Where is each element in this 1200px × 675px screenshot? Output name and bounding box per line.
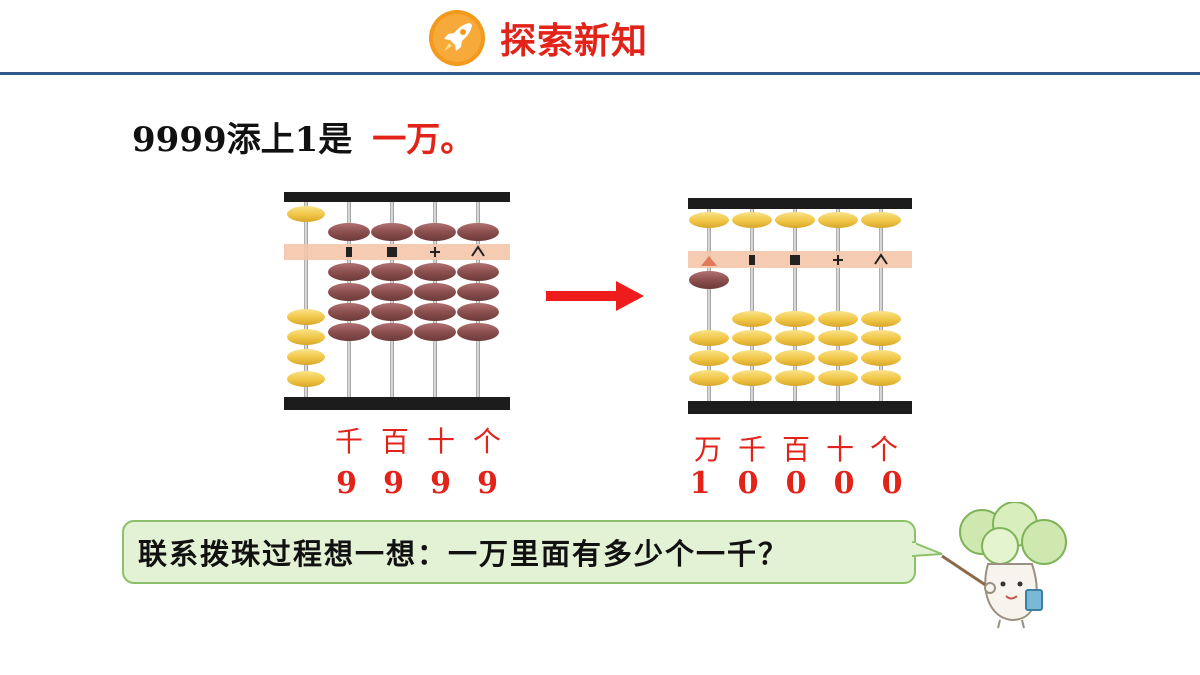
digit: 9 [336, 466, 357, 501]
left-place-labels: 千 百 十 个 [326, 420, 510, 460]
place-label: 百 [380, 425, 409, 458]
right-digits: 1 0 0 0 0 [676, 466, 916, 501]
place-label: 千 [737, 433, 766, 466]
left-abacus-col-2 [328, 223, 370, 341]
left-abacus-col-1 [287, 206, 325, 387]
right-abacus-col-2 [732, 311, 772, 386]
statement-answer: 一万。 [372, 120, 475, 160]
abacus-10000 [688, 198, 912, 414]
place-label: 个 [869, 433, 898, 466]
left-abacus-col-3 [371, 223, 413, 341]
prompt-text: 联系拨珠过程想一想：一万里面有多少个一千？ [138, 537, 790, 571]
left-digits: 9 9 9 9 [323, 466, 511, 501]
digit: 9 [477, 466, 498, 501]
statement-prefix: 9999添上1是 [132, 120, 353, 160]
digit: 1 [689, 466, 711, 501]
place-label: 十 [426, 425, 455, 458]
right-abacus-col-4 [818, 311, 858, 386]
abacus-9999 [284, 192, 510, 410]
rocket-icon [429, 10, 485, 66]
place-label: 万 [693, 433, 722, 466]
digit: 0 [737, 466, 759, 501]
right-abacus-col-3 [775, 311, 815, 386]
place-label: 十 [825, 433, 854, 466]
digit: 0 [881, 466, 903, 501]
cabbage-teacher-icon [941, 502, 1067, 629]
right-abacus-col-5 [861, 311, 901, 386]
digit: 0 [833, 466, 855, 501]
right-arrow-icon [546, 281, 644, 311]
digit: 9 [383, 466, 404, 501]
right-abacus-col-1 [689, 271, 729, 386]
left-abacus-col-5 [457, 223, 499, 341]
bubble-tail [912, 540, 943, 558]
page-title: 探索新知 [500, 21, 649, 62]
statement: 9999添上1是一万。 [132, 112, 474, 161]
place-label: 个 [472, 425, 501, 458]
page-header: 探索新知 [428, 8, 648, 68]
header-divider [0, 72, 1200, 75]
digit: 0 [785, 466, 807, 501]
place-label: 百 [781, 433, 810, 466]
left-abacus-col-4 [414, 223, 456, 341]
digit: 9 [430, 466, 451, 501]
prompt-bubble: 联系拨珠过程想一想：一万里面有多少个一千？ [122, 520, 916, 584]
right-place-labels: 万 千 百 十 个 [686, 428, 906, 468]
place-label: 千 [334, 425, 363, 458]
